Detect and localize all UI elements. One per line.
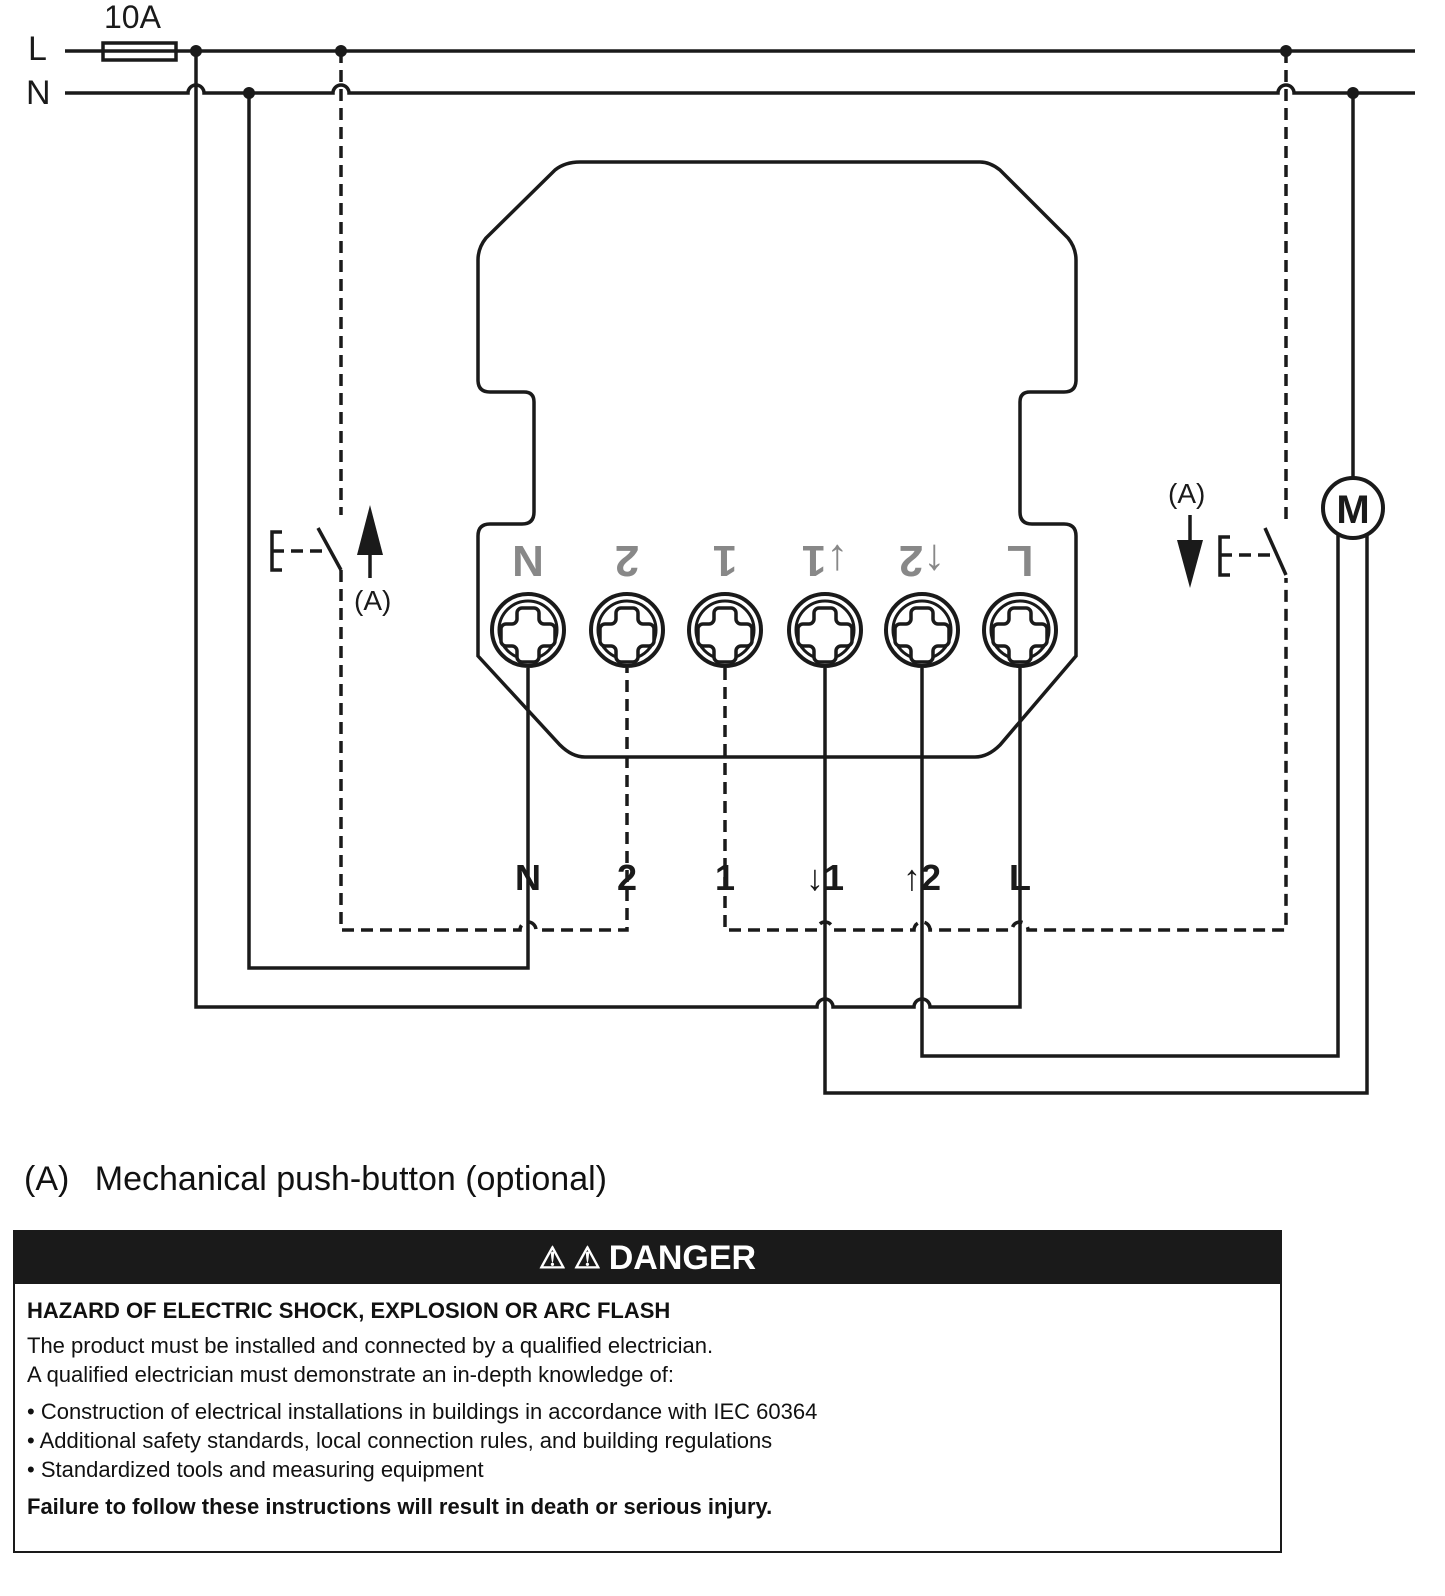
- switch-label-right: (A): [1168, 478, 1205, 509]
- legend-text: Mechanical push-button (optional): [94, 1160, 607, 1198]
- line-label: L: [28, 30, 47, 68]
- terminal-screw-icon: [687, 592, 763, 668]
- terminal-label-inverted: N: [512, 536, 544, 585]
- terminal-screw-icon: [884, 592, 960, 668]
- terminal-screw-icon: [490, 592, 566, 668]
- terminal-label: 2: [617, 857, 637, 898]
- danger-intro-1: The product must be installed and connec…: [27, 1333, 714, 1358]
- danger-heading: HAZARD OF ELECTRIC SHOCK, EXPLOSION OR A…: [27, 1298, 671, 1323]
- danger-header: ⚠ ⚠ DANGER: [15, 1232, 1280, 1284]
- motor-icon: [1321, 476, 1385, 540]
- terminal-label: ↑2: [903, 857, 941, 898]
- terminal-screw-icon: [787, 592, 863, 668]
- terminal-label-inverted: 1: [713, 536, 737, 585]
- push-button-right-icon: [1177, 515, 1288, 588]
- danger-item: Additional safety standards, local conne…: [27, 1426, 1268, 1455]
- danger-box: ⚠ ⚠ DANGER HAZARD OF ELECTRIC SHOCK, EXP…: [13, 1230, 1282, 1553]
- danger-title: DANGER: [608, 1238, 757, 1277]
- warning-icon: ⚠: [573, 1241, 601, 1275]
- terminal-label: ↓1: [806, 857, 844, 898]
- danger-item: Standardized tools and measuring equipme…: [27, 1455, 1268, 1484]
- legend-key: (A): [24, 1160, 70, 1198]
- switch-label-left: (A): [354, 585, 391, 616]
- neutral-label: N: [26, 74, 51, 112]
- motor-label: M: [1336, 488, 1369, 532]
- terminal-label-inverted: ↑2: [899, 536, 945, 585]
- danger-footer: Failure to follow these instructions wil…: [27, 1494, 773, 1519]
- danger-item: Construction of electrical installations…: [27, 1397, 1268, 1426]
- fuse-rating: 10A: [104, 0, 162, 35]
- terminal-label: 1: [715, 857, 735, 898]
- terminal-label-inverted: ↓1: [802, 536, 848, 585]
- danger-intro-2: A qualified electrician must demonstrate…: [27, 1362, 674, 1387]
- terminal-label-inverted: L: [1007, 536, 1034, 585]
- legend: (A) Mechanical push-button (optional): [24, 1160, 607, 1199]
- terminal-label-inverted: 2: [615, 536, 639, 585]
- terminal-label: L: [1009, 857, 1031, 898]
- electric-hazard-icon: ⚠: [538, 1241, 566, 1275]
- terminal-screw-icon: [589, 592, 665, 668]
- terminal-screw-icon: [982, 592, 1058, 668]
- supply-lines: [65, 41, 1415, 99]
- device-outline: [476, 160, 1078, 759]
- terminal-label: N: [515, 857, 541, 898]
- push-button-left-icon: [270, 505, 383, 578]
